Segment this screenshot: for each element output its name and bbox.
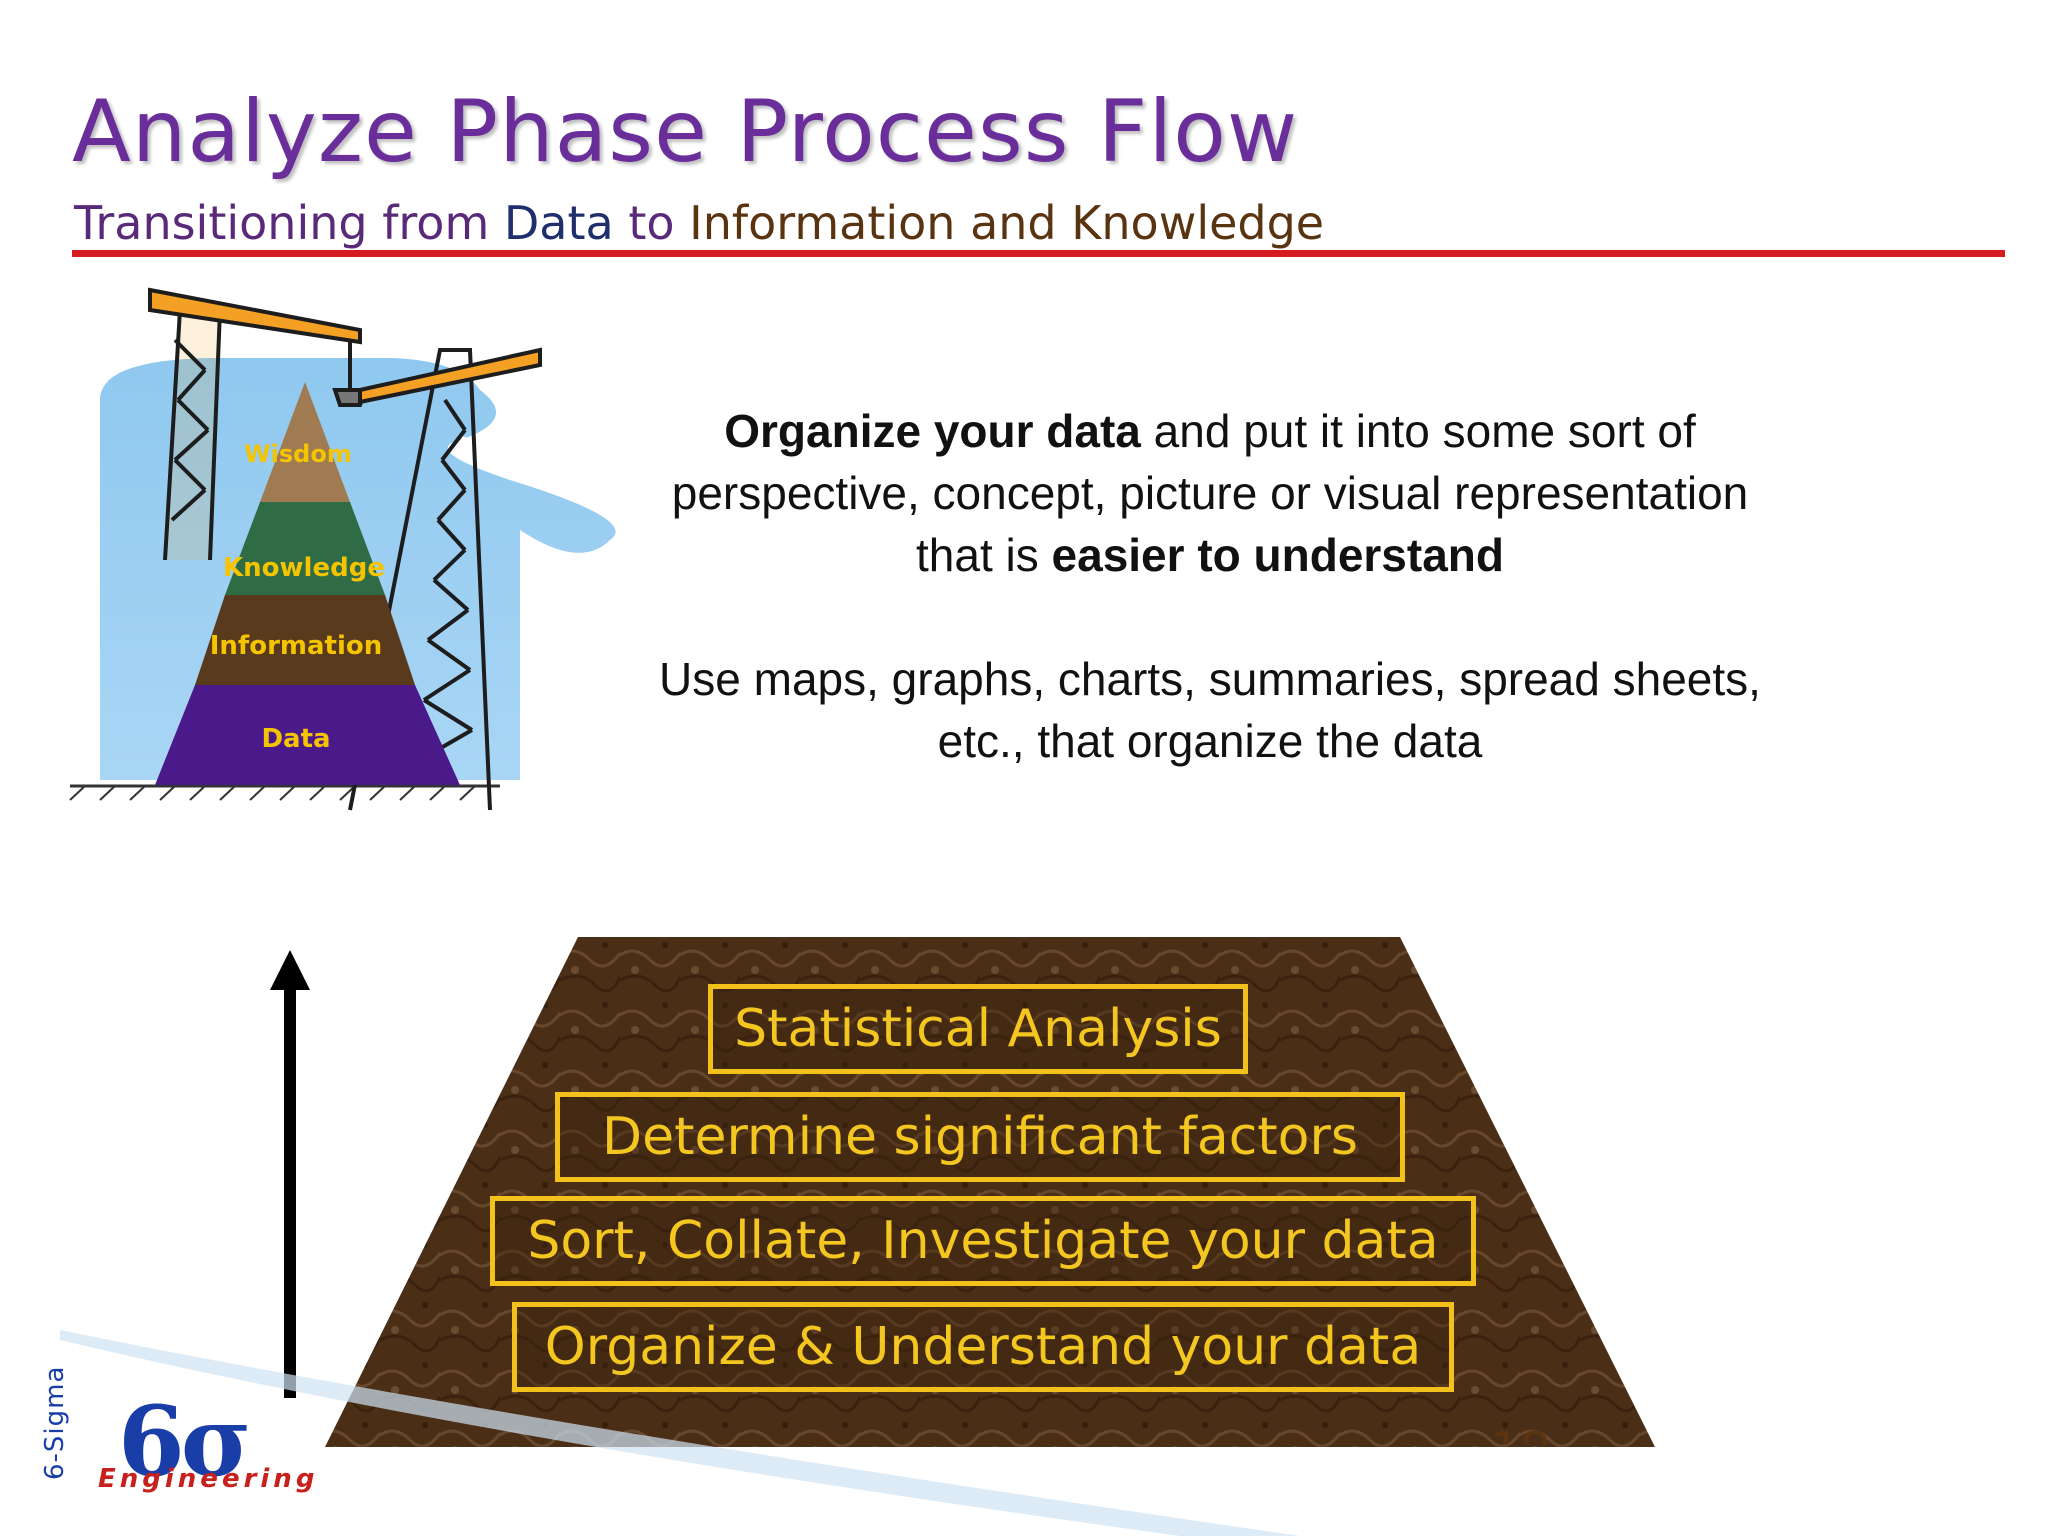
slide-number: 19 xyxy=(1490,1422,1552,1478)
stage-organize-understand: Organize & Understand your data xyxy=(512,1302,1454,1392)
left-crane xyxy=(148,287,368,561)
pyramid-label-data: Data xyxy=(261,724,330,754)
title-divider xyxy=(72,250,2005,257)
subtitle-prefix: Transitioning from xyxy=(74,196,504,250)
pyramid-level-information xyxy=(195,595,415,685)
pyramid-level-data xyxy=(155,685,460,785)
process-pyramid-body xyxy=(325,937,1655,1447)
stage-label: Sort, Collate, Investigate your data xyxy=(527,1211,1439,1271)
slide-title: Analyze Phase Process Flow xyxy=(72,82,1299,182)
right-crane xyxy=(348,347,542,811)
pyramid-label-information: Information xyxy=(210,631,383,661)
body-text: Organize your data and put it into some … xyxy=(640,400,1780,772)
process-pyramid xyxy=(325,937,1655,1447)
body-paragraph-organize: Organize your data and put it into some … xyxy=(640,400,1780,586)
logo-vertical-text: 6-Sigma xyxy=(40,1365,70,1480)
dikw-pyramid-illustration: Wisdom Knowledge Information Data xyxy=(69,287,626,811)
stage-sort-collate: Sort, Collate, Investigate your data xyxy=(490,1196,1476,1286)
body-bold-organize: Organize your data xyxy=(724,405,1141,457)
slide-subtitle: Transitioning from Data to Information a… xyxy=(74,196,1324,250)
stage-label: Statistical Analysis xyxy=(734,999,1222,1059)
stage-statistical-analysis: Statistical Analysis xyxy=(708,984,1248,1074)
pyramid-level-knowledge xyxy=(225,502,385,595)
logo-wordmark: Engineering xyxy=(98,1464,319,1494)
stage-label: Determine significant factors xyxy=(602,1107,1358,1167)
body-text-middle: and put it into some sort of perspective… xyxy=(671,405,1749,581)
body-bold-easier: easier to understand xyxy=(1051,529,1504,581)
pyramid-level-wisdom xyxy=(260,382,350,502)
subtitle-information: Information and Knowledge xyxy=(689,196,1325,250)
up-arrow-icon xyxy=(270,950,310,1398)
subtitle-to: to xyxy=(613,196,690,250)
subtitle-data: Data xyxy=(503,196,614,250)
pyramid-label-knowledge: Knowledge xyxy=(223,553,385,583)
stage-label: Organize & Understand your data xyxy=(544,1317,1422,1377)
body-paragraph-tools: Use maps, graphs, charts, summaries, spr… xyxy=(659,653,1761,767)
stage-determine-factors: Determine significant factors xyxy=(555,1092,1405,1182)
ground-hatch xyxy=(69,785,476,801)
pyramid-label-wisdom: Wisdom xyxy=(244,440,352,468)
sky-wave xyxy=(458,436,626,523)
logo-mark: 6σ xyxy=(118,1385,252,1498)
